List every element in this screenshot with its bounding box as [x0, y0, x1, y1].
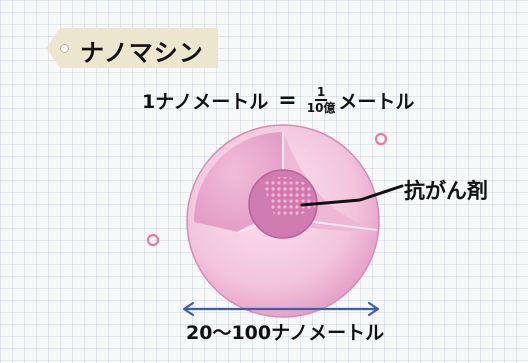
formula-fraction: 1 10億 [307, 86, 336, 114]
scale-label: 20～100ナノメートル [186, 322, 385, 344]
formula-lhs: 1ナノメートル [142, 90, 269, 113]
tag-hole-icon [60, 44, 69, 53]
drug-leader-line [300, 184, 404, 207]
title-tag: ナノマシン [46, 28, 218, 68]
fraction-denominator: 10億 [306, 101, 336, 115]
drug-label: 抗がん剤 [404, 179, 488, 203]
formula-rhs: メートル [338, 90, 415, 113]
particle-dot [374, 132, 388, 146]
fraction-numerator: 1 [314, 85, 328, 101]
scale-arrow-left-head [182, 301, 195, 317]
scale-arrow-right-head [367, 301, 380, 317]
unit-formula: 1ナノメートル = 1 10億 メートル [142, 80, 414, 120]
particle-dot [146, 233, 160, 247]
diagram-title: ナノマシン [80, 39, 204, 67]
formula-equals: = [278, 87, 297, 113]
